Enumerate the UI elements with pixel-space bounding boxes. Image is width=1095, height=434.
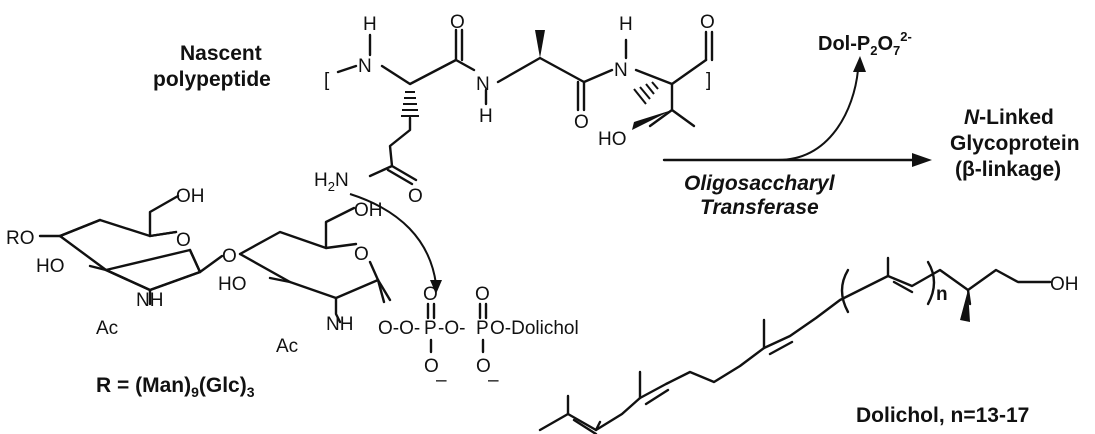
repeat-count-n: n [936,284,948,305]
dolichol-chain [538,268,1052,432]
nascent-polypeptide: Nascent polypeptide [ ] H N O N H O [153,12,715,207]
sugar-ring-2-substituents [268,206,392,324]
phosphoryl-o-2: O [475,284,490,305]
atom-nh-2: NH [326,314,353,335]
pyrophosphate-label: Dol-P2O72- [818,29,912,58]
sugar-ring-1-substituents [38,194,224,306]
ring-o-1: O [176,230,191,251]
atom-n-2: N [476,74,490,95]
dolichol-caption: Dolichol, n=13-17 [856,404,1029,427]
atom-o-1: O [450,12,465,33]
atom-ac-1: Ac [96,318,118,339]
dolichol-double-bonds [572,280,914,434]
dolichol-structure: n OH [538,256,1079,434]
bracket-close: ] [706,70,711,91]
o-dolichol: O-Dolichol [490,318,579,339]
atom-ho-2: HO [218,274,247,295]
atom-ho-1: HO [36,256,65,277]
atom-h-2: H [479,106,493,127]
atom-o-3: O [700,12,715,33]
product-label-line2: Glycoprotein [950,132,1080,155]
threonine-hashed-bond [633,81,659,105]
nascent-label-line2: polypeptide [153,68,271,91]
atom-h2n: H2N [314,170,349,194]
nascent-label-line1: Nascent [180,42,262,65]
phosphate-o-minus-2: O [476,356,491,377]
phosphoryl-bonds [426,302,488,354]
pyrophosphate-chain: O-O- [378,318,420,339]
enzyme-label-line2: Transferase [700,196,819,219]
phosphorus-2: P [476,318,489,339]
atom-o-2: O [574,112,589,133]
charge-minus-1: – [436,370,447,391]
asparagine-side-chain [368,116,418,186]
carbonyl-bonds [454,28,714,112]
dolichol-branches [566,256,972,432]
glycosidic-o: O [222,246,237,267]
atom-h-3: H [619,14,633,35]
phosphate-o-minus-1: O [424,356,439,377]
dolichol-stereo-wedge [960,290,970,322]
oligosaccharide-donor: OH O RO HO NH Ac O OH O HO NH Ac O-O- P … [6,186,579,391]
repeat-unit-paren-right [926,260,936,306]
dolichol-oh: OH [1050,274,1079,295]
atom-oh-1: OH [176,186,205,207]
bracket-open: [ [324,70,330,91]
product-label-line1: N-Linked [964,106,1054,129]
atom-oh-2: OH [354,200,383,221]
amide-h-bonds [368,33,628,106]
anomeric-bond [376,278,386,304]
phosphorus-1: P [424,318,437,339]
threonine-wedge [632,110,672,130]
asparagine-hashed-bond [401,91,419,117]
sugar-ring-2 [238,230,380,300]
r-definition: R = (Man)9(Glc)3 [96,374,255,400]
product-label-line3: (β-linkage) [955,158,1061,181]
phosphoryl-o-1: O [423,284,438,305]
charge-minus-2: – [488,370,499,391]
alanine-methyl-wedge [535,30,545,58]
atom-nh-1: NH [136,290,163,311]
atom-h-1: H [363,14,377,35]
atom-ro: RO [6,228,35,249]
reaction-arrow [662,56,932,167]
ring-o-2: O [354,244,369,265]
enzyme-label-line1: Oligosaccharyl [684,172,836,195]
atom-n-1: N [358,56,372,77]
atom-o-asn: O [408,186,423,207]
peptide-backbone [336,56,708,86]
pyrophosphate-link: -O- [438,318,465,339]
atom-ac-2: Ac [276,336,298,357]
threonine-side-chain [648,82,696,128]
repeat-unit-paren-left [840,268,850,314]
atom-ho-thr: HO [598,129,627,150]
attack-arrow [349,193,442,294]
atom-n-3: N [614,60,628,81]
